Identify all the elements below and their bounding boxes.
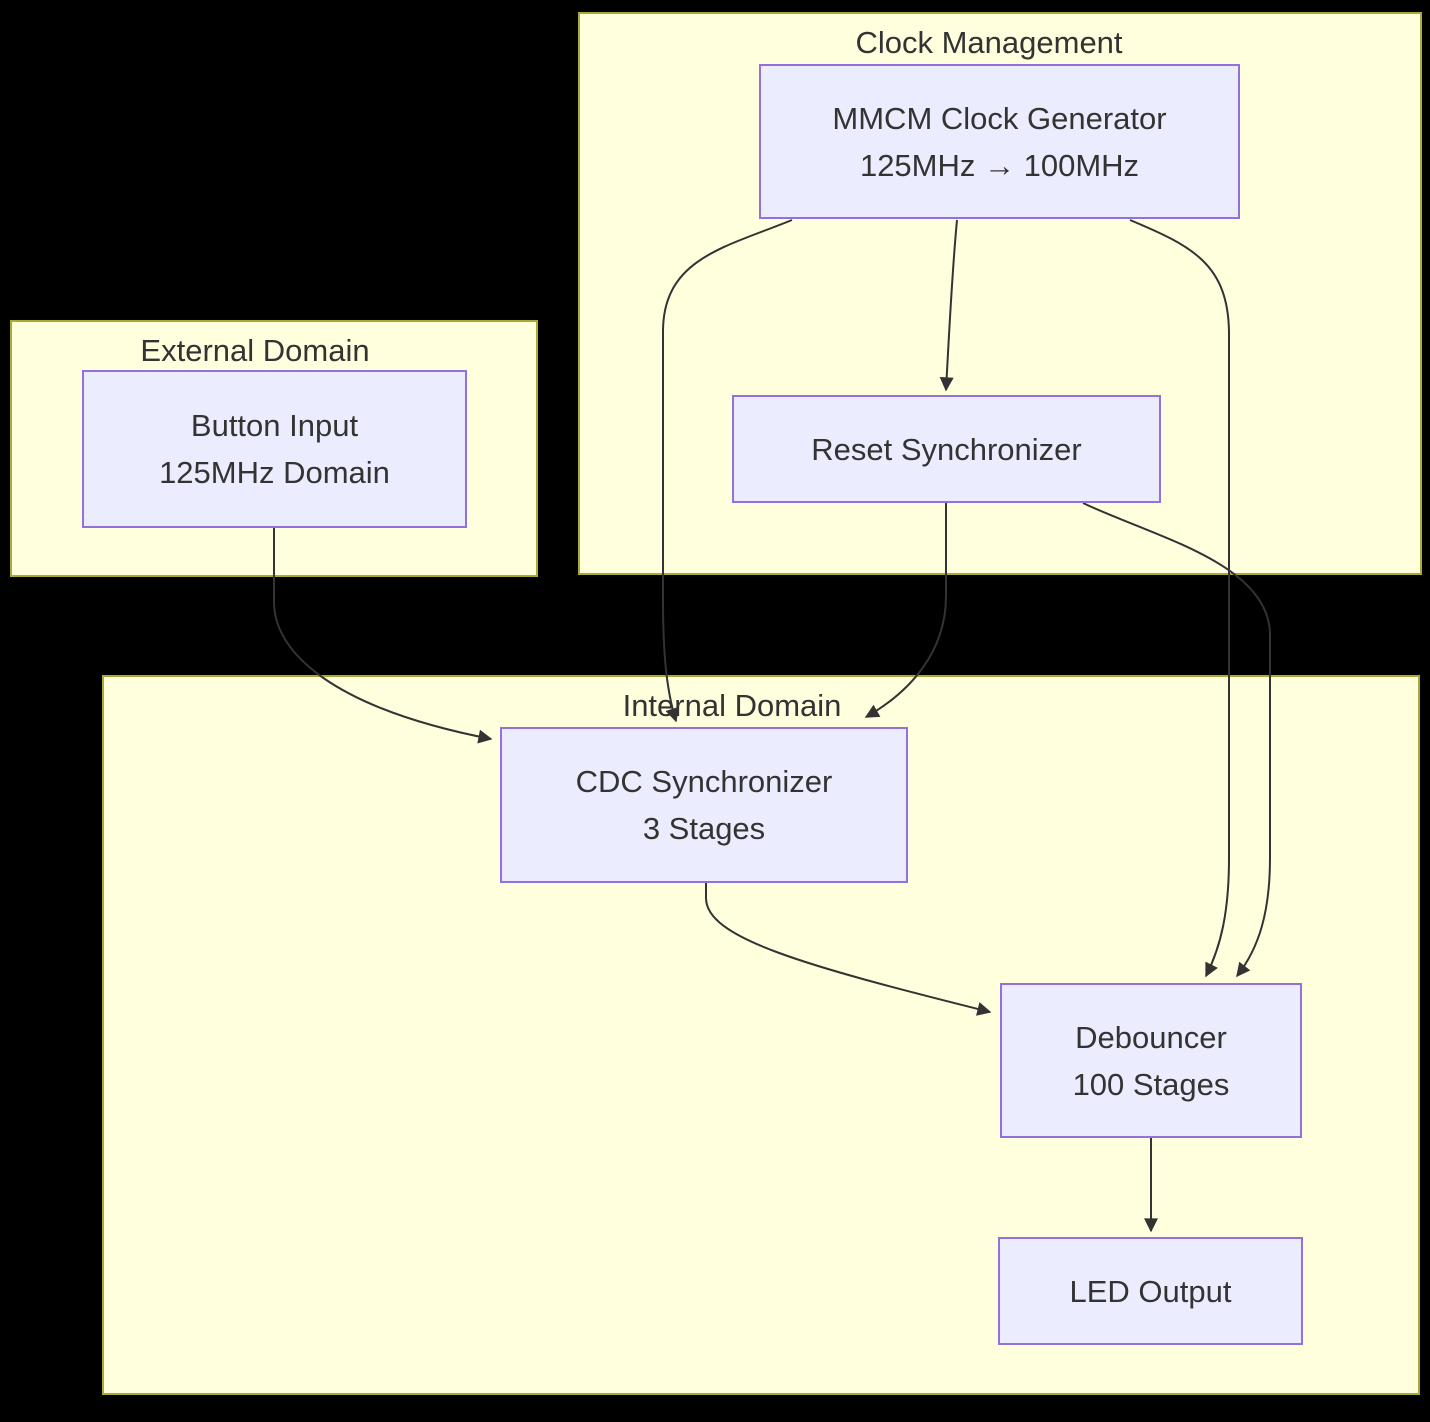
node-mmcm-label-line1: MMCM Clock Generator — [832, 100, 1167, 136]
node-debouncer: Debouncer 100 Stages — [1000, 983, 1302, 1138]
cluster-external-domain-title: External Domain — [140, 333, 370, 368]
node-cdc-synchronizer: CDC Synchronizer 3 Stages — [500, 727, 908, 883]
cluster-internal-domain-title: Internal Domain — [622, 688, 842, 723]
node-led-output-label: LED Output — [1069, 1273, 1232, 1309]
node-mmcm-clock-generator: MMCM Clock Generator 125MHz → 100MHz — [759, 64, 1240, 219]
node-reset-sync-label: Reset Synchronizer — [811, 431, 1082, 467]
node-button-input-label-line1: Button Input — [190, 408, 359, 443]
node-cdc-sync-label-line1: CDC Synchronizer — [575, 764, 833, 799]
node-debouncer-label-line1: Debouncer — [1075, 1019, 1227, 1055]
cluster-clock-management-title: Clock Management — [855, 25, 1123, 60]
node-cdc-sync-label-line2: 3 Stages — [642, 811, 766, 846]
node-button-input-label-line2: 125MHz Domain — [159, 455, 390, 490]
node-reset-synchronizer: Reset Synchronizer — [732, 395, 1161, 503]
node-debouncer-label-line2: 100 Stages — [1072, 1066, 1230, 1102]
node-mmcm-label-line2: 125MHz → 100MHz — [859, 147, 1140, 183]
node-button-input: Button Input 125MHz Domain — [82, 370, 467, 528]
node-led-output: LED Output — [998, 1237, 1303, 1345]
